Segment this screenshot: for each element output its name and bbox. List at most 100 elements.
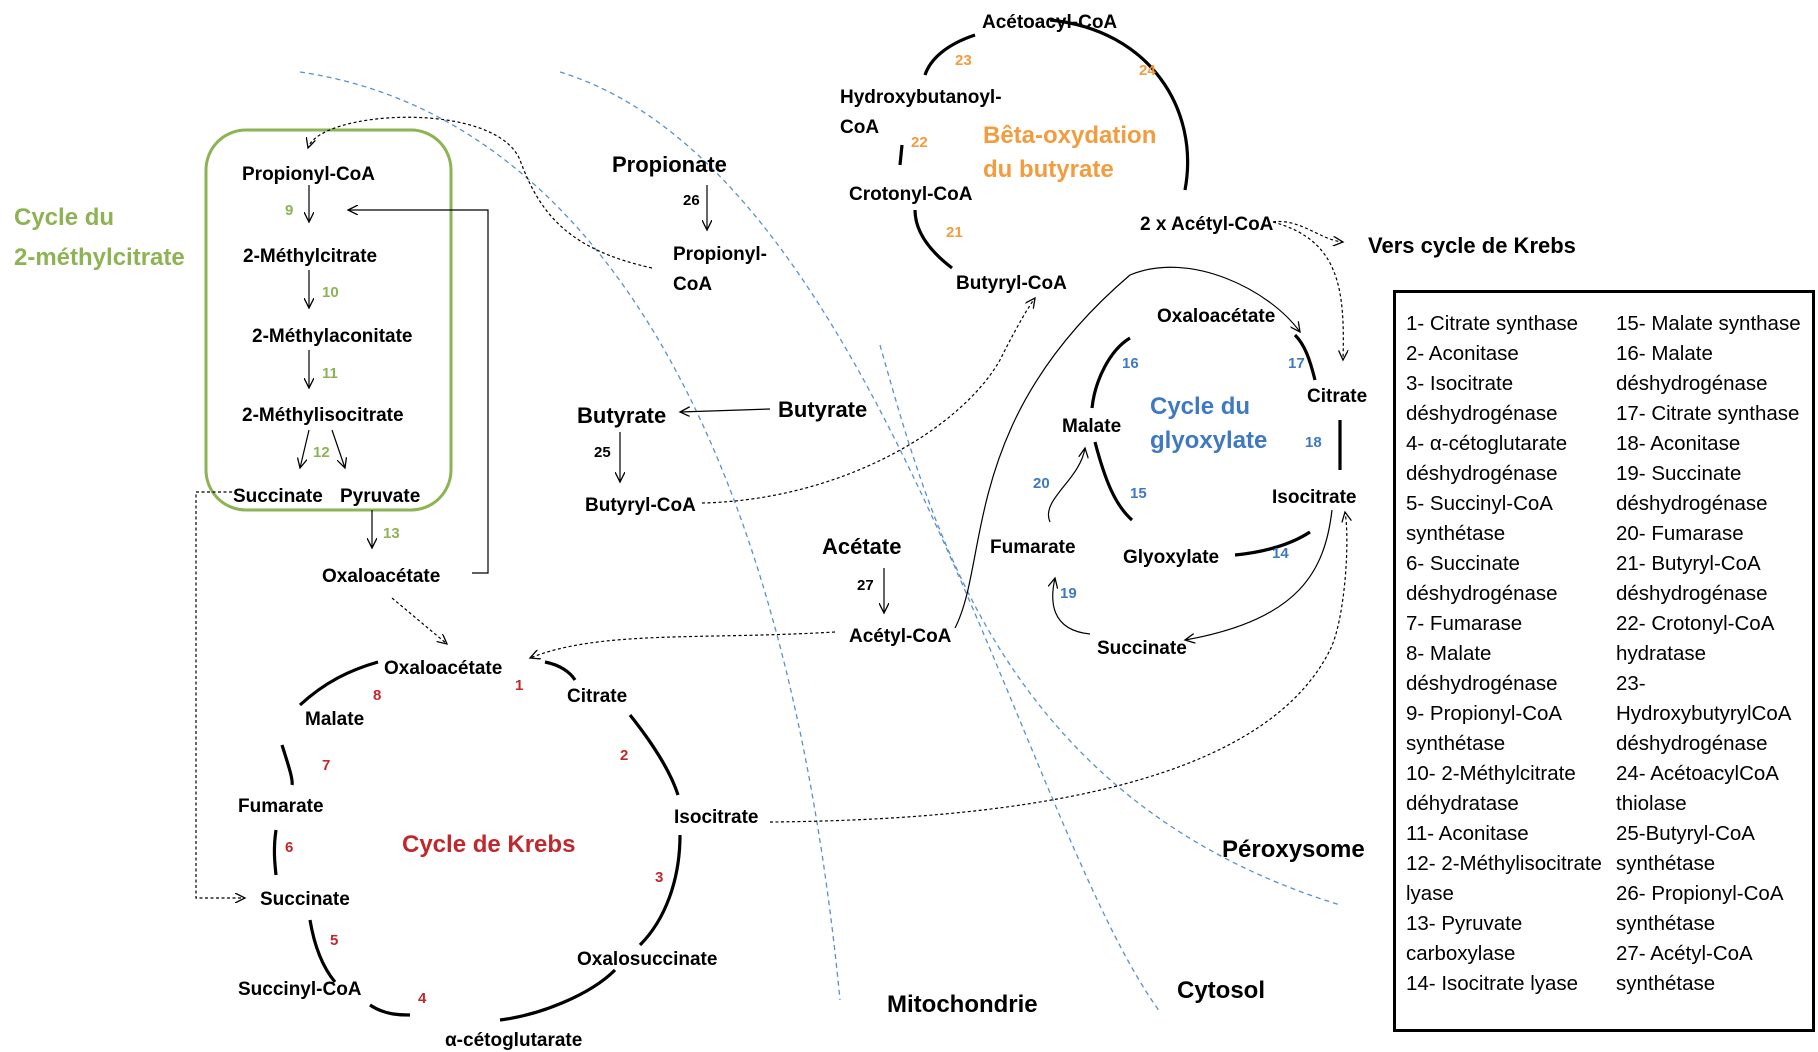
metabolite-kb-succinate: Succinate bbox=[260, 889, 350, 910]
legend-line: synthétase bbox=[1616, 972, 1716, 995]
legend-column-1: 1- Citrate synthase 2- Aconitase 3- Isocit… bbox=[1406, 309, 1602, 999]
enzyme-number-27: 27 bbox=[857, 577, 874, 594]
beta-oxidation-arcs bbox=[898, 18, 1190, 270]
legend-line: 27- Acétyl-CoA bbox=[1616, 942, 1753, 965]
enzyme-number-26: 26 bbox=[683, 192, 700, 209]
glyoxylate-title-1: Cycle du bbox=[1150, 393, 1250, 420]
metabolite-butyrate-ext: Butyrate bbox=[778, 397, 867, 422]
legend-line: synthétase bbox=[1406, 522, 1506, 545]
metabolite-butyrylcoa: Butyryl-CoA bbox=[585, 495, 696, 516]
enzyme-number-10: 10 bbox=[322, 284, 339, 301]
enzyme-number-22: 22 bbox=[911, 134, 928, 151]
glyoxylate-arcs bbox=[1090, 333, 1342, 557]
vers-cycle-krebs: Vers cycle de Krebs bbox=[1368, 233, 1576, 258]
legend-line: 2- Aconitase bbox=[1406, 342, 1519, 365]
legend-line: 3- Isocitrate bbox=[1406, 372, 1514, 395]
metabolite-kb-ketoglutarate: α-cétoglutarate bbox=[445, 1030, 582, 1051]
legend-line: HydroxybutyrylCoA bbox=[1616, 702, 1792, 725]
methylcitrate-title-1: Cycle du bbox=[14, 204, 114, 231]
metabolite-kb-fumarate: Fumarate bbox=[238, 796, 324, 817]
legend-line: 23- bbox=[1616, 672, 1646, 695]
enzyme-number-9: 9 bbox=[285, 202, 293, 219]
metabolite-kb-oxaloacetate: Oxaloacétate bbox=[384, 658, 502, 679]
peroxysome-membrane bbox=[879, 344, 1341, 906]
krebs-title: Cycle de Krebs bbox=[402, 831, 575, 858]
legend-line: déshydrogénase bbox=[1616, 372, 1768, 395]
metabolite-propionylcoa-2: CoA bbox=[673, 274, 712, 295]
enzyme-number-23: 23 bbox=[955, 52, 972, 69]
enzyme-number-2: 2 bbox=[620, 747, 628, 764]
enzyme-number-17: 17 bbox=[1288, 355, 1305, 372]
beta-oxidation-title-2: du butyrate bbox=[983, 156, 1114, 183]
enzyme-number-25: 25 bbox=[594, 444, 611, 461]
beta-oxidation-title-1: Bêta-oxydation bbox=[983, 122, 1156, 149]
enzyme-number-12: 12 bbox=[313, 444, 330, 461]
legend-line: 24- AcétoacylCoA bbox=[1616, 762, 1779, 785]
mitochondrie-membrane bbox=[299, 71, 841, 1001]
metabolite-gx-fumarate: Fumarate bbox=[990, 537, 1076, 558]
legend-line: déhydratase bbox=[1406, 792, 1519, 815]
legend-line: 17- Citrate synthase bbox=[1616, 402, 1800, 425]
legend-line: 1- Citrate synthase bbox=[1406, 312, 1579, 335]
metabolite-gx-malate: Malate bbox=[1062, 416, 1121, 437]
dotted-connections bbox=[195, 116, 1347, 898]
legend-line: hydratase bbox=[1616, 642, 1707, 665]
enzyme-number-20: 20 bbox=[1033, 475, 1050, 492]
metabolite-kb-citrate: Citrate bbox=[567, 686, 627, 707]
metabolite-propionylcoa-1: Propionyl- bbox=[673, 244, 767, 265]
metabolite-kb-isocitrate: Isocitrate bbox=[674, 807, 758, 828]
legend-line: 5- Succinyl-CoA bbox=[1406, 492, 1553, 515]
compartment-mitochondrie: Mitochondrie bbox=[887, 991, 1038, 1018]
metabolite-gx-oxaloacetate: Oxaloacétate bbox=[1157, 306, 1275, 327]
enzyme-number-3: 3 bbox=[655, 869, 663, 886]
metabolite-butyrate: Butyrate bbox=[577, 403, 666, 428]
legend-line: 14- Isocitrate lyase bbox=[1406, 972, 1579, 995]
krebs-arcs bbox=[272, 660, 682, 1022]
metabolite-mc-oxaloacetate: Oxaloacétate bbox=[322, 566, 440, 587]
enzyme-number-8: 8 bbox=[373, 687, 381, 704]
legend-line: carboxylase bbox=[1406, 942, 1516, 965]
enzyme-number-18: 18 bbox=[1305, 434, 1322, 451]
legend-line: synthétase bbox=[1616, 852, 1716, 875]
enzyme-number-24: 24 bbox=[1139, 62, 1156, 79]
metabolite-bo-butyrylcoa: Butyryl-CoA bbox=[956, 273, 1067, 294]
legend-line: 8- Malate bbox=[1406, 642, 1492, 665]
metabolite-gx-succinate: Succinate bbox=[1097, 638, 1187, 659]
metabolite-kb-succinylcoa: Succinyl-CoA bbox=[238, 979, 362, 1000]
enzyme-number-21: 21 bbox=[946, 224, 963, 241]
metabolite-mc-methylisocitrate: 2-Méthylisocitrate bbox=[242, 405, 404, 426]
metabolite-mc-methylcitrate: 2-Méthylcitrate bbox=[243, 246, 377, 267]
legend-line: 15- Malate synthase bbox=[1616, 312, 1801, 335]
enzyme-number-6: 6 bbox=[285, 839, 293, 856]
legend-line: déshydrogénase bbox=[1406, 582, 1558, 605]
enzyme-number-19: 19 bbox=[1060, 585, 1077, 602]
legend-line: 13- Pyruvate bbox=[1406, 912, 1523, 935]
enzyme-number-13: 13 bbox=[383, 525, 400, 542]
legend-line: déshydrogénase bbox=[1406, 672, 1558, 695]
enzyme-legend: 1- Citrate synthase 2- Aconitase 3- Isocit… bbox=[1393, 290, 1815, 1032]
legend-line: 18- Aconitase bbox=[1616, 432, 1741, 455]
legend-line: synthétase bbox=[1616, 912, 1716, 935]
legend-line: thiolase bbox=[1616, 792, 1687, 815]
legend-line: 16- Malate bbox=[1616, 342, 1713, 365]
enzyme-number-16: 16 bbox=[1122, 355, 1139, 372]
legend-line: 7- Fumarase bbox=[1406, 612, 1523, 635]
legend-line: 12- 2-Méthylisocitrate bbox=[1406, 852, 1602, 875]
legend-line: 4- α-cétoglutarate bbox=[1406, 432, 1568, 455]
legend-line: déshydrogénase bbox=[1616, 492, 1768, 515]
metabolite-bo-hydroxy-2: CoA bbox=[840, 117, 879, 138]
legend-line: 20- Fumarase bbox=[1616, 522, 1744, 545]
compartment-cytosol: Cytosol bbox=[1177, 977, 1265, 1004]
legend-line: déshydrogénase bbox=[1616, 582, 1768, 605]
metabolite-mc-pyruvate: Pyruvate bbox=[340, 486, 420, 507]
metabolite-kb-oxalosuccinate: Oxalosuccinate bbox=[577, 949, 717, 970]
glyoxylate-title-2: glyoxylate bbox=[1150, 427, 1267, 454]
legend-line: synthétase bbox=[1406, 732, 1506, 755]
legend-line: 11- Aconitase bbox=[1406, 822, 1529, 845]
metabolite-gx-isocitrate: Isocitrate bbox=[1272, 487, 1356, 508]
enzyme-number-1: 1 bbox=[515, 677, 523, 694]
legend-line: déshydrogénase bbox=[1406, 402, 1558, 425]
legend-line: lyase bbox=[1406, 882, 1454, 905]
